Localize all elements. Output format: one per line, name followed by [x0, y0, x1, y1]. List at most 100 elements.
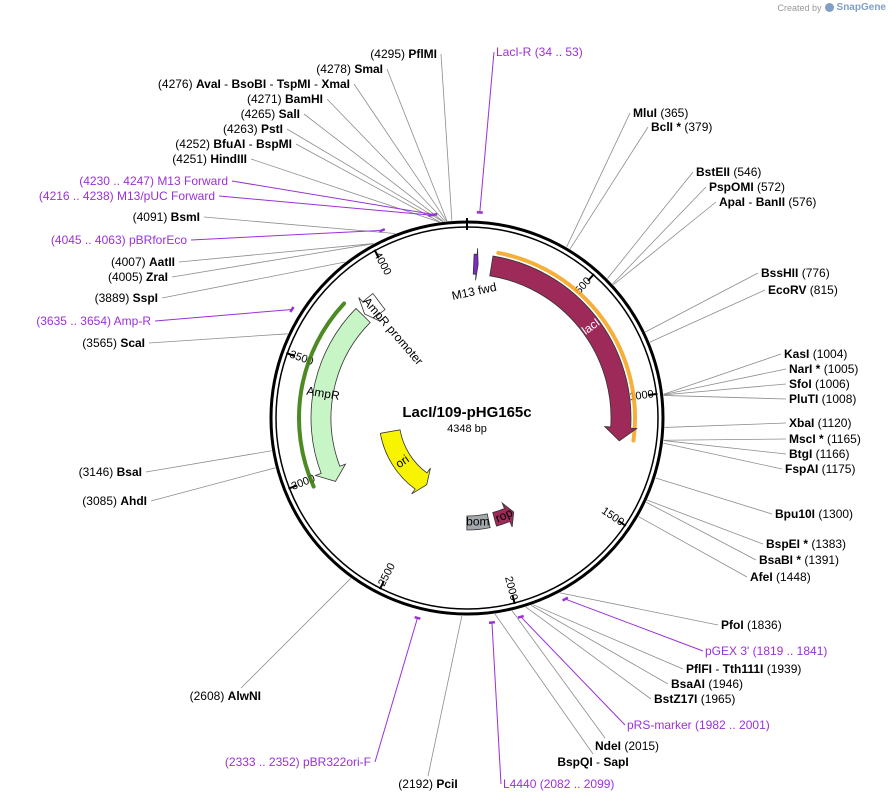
primer-LacI-R-leader-line: [479, 51, 495, 213]
site-label-FspAI-part: (1175): [818, 462, 855, 476]
ampr-promoter-feature-label: AmpR promoter: [360, 295, 426, 368]
site-label-HindIII-part: HindIII: [210, 152, 247, 166]
site-BsaI-leader-line: [145, 450, 272, 473]
site-label-BtgI-part: (1166): [812, 447, 849, 461]
site-label-BssHII-part: BssHII: [761, 266, 798, 280]
tick-label-2500: 2500: [376, 561, 398, 588]
site-label-MscI *-part: (1165): [824, 432, 861, 446]
site-PluTI-leader-line: [663, 395, 787, 400]
site-ZraI-leader-line: [171, 243, 373, 278]
site-BclI *-leader-line: [569, 126, 649, 250]
site-label-BspQI: BspQI - SapI: [557, 755, 628, 769]
plasmid-name: LacI/109-pHG165c: [402, 404, 531, 421]
site-label-MscI *-part: MscI *: [789, 432, 824, 446]
site-MscI *-leader-line: [663, 438, 787, 441]
site-label-PfoI-part: PfoI: [721, 618, 744, 632]
primer-label-pRS-marker: pRS-marker (1982 .. 2001): [627, 718, 770, 732]
plasmid-length: 4348 bp: [447, 423, 487, 435]
site-label-PflMI-part: (4295): [370, 47, 408, 61]
primer-pRS-marker-mark: [517, 614, 525, 619]
site-label-EcoRV-part: EcoRV: [768, 283, 806, 297]
site-label-BstZ17I: BstZ17I (1965): [654, 692, 735, 706]
primer-pBRforEco-mark: [378, 227, 386, 233]
site-label-AvaI-part: TspMI: [277, 77, 311, 91]
site-leader-lines: [145, 51, 787, 785]
site-label-PluTI-part: (1008): [818, 392, 856, 406]
lacI-feature-arrow: [489, 255, 638, 442]
site-label-SmaI-part: (4278): [316, 62, 354, 76]
tick-mark-2000: [511, 594, 516, 605]
site-SmaI-leader-line: [386, 68, 448, 222]
primer-label-LacI-R-part: (34 .. 53): [535, 45, 583, 59]
site-label-MluI: MluI (365): [633, 106, 688, 120]
rop-feature-label: rop: [493, 505, 515, 525]
primer-pGEX 3'-mark: [562, 596, 569, 602]
site-label-Bpu10I: Bpu10I (1300): [775, 507, 853, 521]
site-label-PstI-part: (4263): [223, 122, 261, 136]
tick-mark-3500: [285, 352, 296, 357]
site-label-HindIII: (4251) HindIII: [172, 152, 247, 166]
primer-M13 Forward-leader-line: [231, 180, 435, 216]
site-BstEII-leader-line: [607, 171, 694, 279]
site-NarI *-leader-line: [663, 368, 787, 395]
rop-feature-arrow: [492, 501, 515, 528]
site-label-BsaI: (3146) BsaI: [79, 465, 142, 479]
site-label-ApaI-part: BanII: [756, 195, 785, 209]
site-label-PfoI-part: (1836): [744, 618, 782, 632]
site-label-AvaI-part: AvaI: [196, 77, 221, 91]
site-label-PspOMI: PspOMI (572): [709, 180, 785, 194]
site-BssHII-leader-line: [645, 272, 759, 333]
site-label-PluTI: PluTI (1008): [789, 392, 856, 406]
primer-pRS-marker-leader-line: [520, 616, 626, 726]
site-label-HindIII-part: (4251): [172, 152, 210, 166]
site-label-BclI *-part: (379): [681, 120, 712, 134]
ampr-feature-arrow: [310, 307, 371, 482]
primer-label-LacI-R-part: LacI-R: [496, 45, 535, 59]
site-label-BsaI-part: (3146): [79, 465, 117, 479]
site-label-BsaBI *-part: (1391): [801, 553, 839, 567]
primer-label-pBRforEco-part: (4045 .. 4063): [51, 233, 129, 247]
primer-M13/pUC Forward-mark: [428, 213, 435, 217]
site-label-BsaAI: BsaAI (1946): [671, 677, 743, 691]
site-label-XbaI-part: (1120): [814, 416, 851, 430]
tick-mark-4000: [373, 249, 380, 259]
primer-label-L4440-part: (2082 .. 2099): [540, 777, 615, 791]
site-label-SspI: (3889) SspI: [95, 291, 158, 305]
site-BstZ17I-leader-line: [525, 606, 652, 700]
site-label-AfeI-part: (1448): [773, 570, 811, 584]
bom-feature-label: bom: [466, 515, 489, 529]
site-label-BsaBI *: BsaBI * (1391): [759, 553, 839, 567]
site-PflFI-leader-line: [532, 604, 684, 670]
site-label-PstI: (4263) PstI: [223, 122, 283, 136]
site-label-BspQI-part: SapI: [603, 755, 628, 769]
primer-label-pBRforEco-part: pBRforEco: [129, 233, 187, 247]
ampr-feature-label: AmpR: [306, 384, 342, 403]
site-label-MluI-part: (365): [657, 106, 688, 120]
site-BsmI-leader-line: [203, 216, 396, 234]
site-label-MscI *: MscI * (1165): [789, 432, 861, 446]
site-label-NarI *-part: (1005): [820, 362, 858, 376]
site-label-FspAI: FspAI (1175): [785, 462, 855, 476]
site-labels: MluI (365)BclI * (379)BstEII (546)PspOMI…: [36, 45, 861, 791]
site-label-AfeI: AfeI (1448): [750, 570, 811, 584]
site-label-PflFI-part: (1939): [763, 662, 801, 676]
site-EcoRV-leader-line: [649, 289, 766, 343]
site-AatII-leader-line: [178, 243, 374, 263]
site-label-SmaI: (4278) SmaI: [316, 62, 383, 76]
site-label-KasI: KasI (1004): [784, 347, 847, 361]
primer-label-pBR322ori-F-part: pBR322ori-F: [303, 755, 371, 769]
site-label-PflFI-part: Tth111I: [723, 662, 764, 676]
site-Bpu10I-leader-line: [655, 477, 773, 515]
site-label-AatII: (4007) AatII: [111, 255, 175, 269]
primer-pGEX 3'-leader-line: [565, 598, 704, 652]
site-label-KasI-part: (1004): [809, 347, 847, 361]
site-label-ZraI-part: ZraI: [146, 270, 168, 284]
site-label-AvaI: (4276) AvaI - BsoBI - TspMI - XmaI: [158, 77, 350, 91]
site-label-SspI-part: (3889): [95, 291, 133, 305]
site-label-ApaI-part: -: [745, 195, 756, 209]
primer-label-M13/pUC Forward: (4216 .. 4238) M13/pUC Forward: [39, 189, 215, 203]
credit-brand: SnapGene: [836, 2, 886, 13]
tick-mark-2500: [378, 580, 385, 590]
site-label-PspOMI-part: (572): [754, 180, 785, 194]
site-label-SfoI-part: SfoI: [789, 377, 812, 391]
